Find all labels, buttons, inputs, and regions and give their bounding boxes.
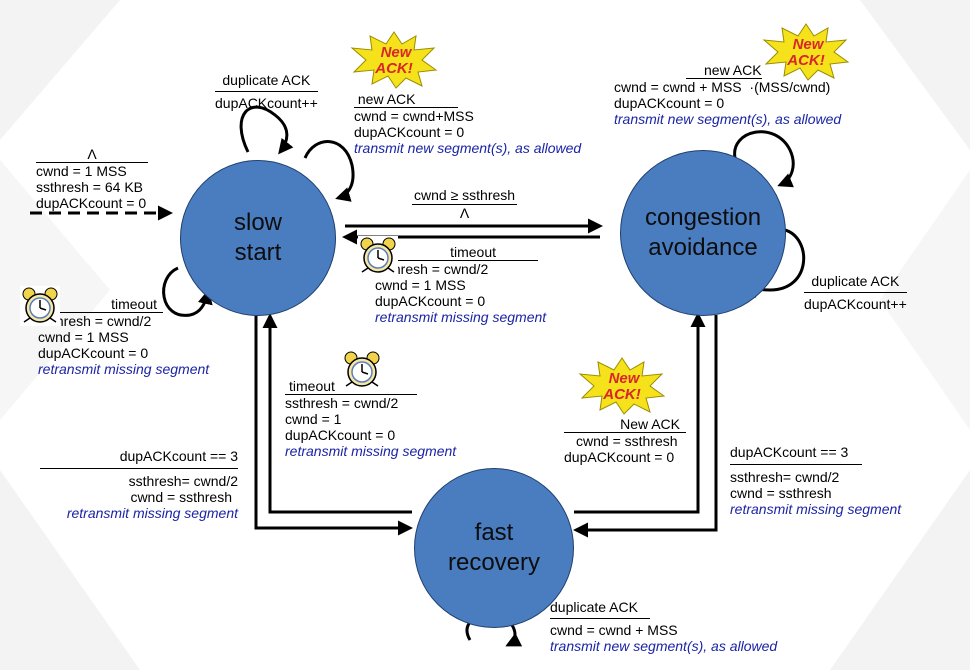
action-text: ssthresh = 64 KB xyxy=(36,179,144,195)
badge-text: New xyxy=(609,370,641,387)
action-text: dupACKcount = 0 xyxy=(564,449,675,465)
new-ack-burst-icon: New ACK! xyxy=(350,30,438,90)
label-ss-to-ca: cwnd ≥ ssthresh Λ xyxy=(412,187,518,221)
action-text: ssthresh = cwnd/2 xyxy=(38,313,152,329)
action-text: transmit new segment(s), as allowed xyxy=(354,140,582,156)
new-ack-burst-icon: New ACK! xyxy=(762,22,850,82)
state-congestion-avoidance: congestion avoidance xyxy=(620,150,786,316)
action-text: ssthresh= cwnd/2 xyxy=(730,469,840,485)
action-text: retransmit missing segment xyxy=(730,501,902,517)
label-ca-new: new ACK cwnd = cwnd + MSS ·(MSS/cwnd) du… xyxy=(614,62,841,127)
action-text: transmit new segment(s), as allowed xyxy=(614,111,842,127)
fr-to-ss-arrow xyxy=(262,313,412,514)
badge-text: ACK! xyxy=(786,52,825,69)
action-text: cwnd = ssthresh xyxy=(130,489,232,505)
action-text: dupACKcount = 0 xyxy=(285,427,396,443)
action-text: dupACKcount = 0 xyxy=(614,95,725,111)
action-text: cwnd = cwnd + MSS ·(MSS/cwnd) xyxy=(614,79,831,95)
label-ss-timeout: timeout ssthresh = cwnd/2 cwnd = 1 MSS d… xyxy=(38,296,209,377)
action-text: ssthresh = cwnd/2 xyxy=(285,395,399,411)
action-text: dupACKcount = 0 xyxy=(354,124,465,140)
action-text: cwnd = ssthresh xyxy=(730,485,832,501)
action-text: cwnd = 1 MSS xyxy=(375,277,466,293)
action-text: retransmit missing segment xyxy=(285,443,457,459)
label-fr-timeout: timeout ssthresh = cwnd/2 cwnd = 1 dupAC… xyxy=(285,378,456,459)
state-label: recovery xyxy=(447,549,541,576)
label-ss-new: new ACK cwnd = cwnd+MSS dupACKcount = 0 … xyxy=(354,91,581,156)
badge-text: New xyxy=(793,36,825,53)
badge-text: New xyxy=(381,44,413,61)
ss-dup-loop xyxy=(239,105,294,155)
action-text: cwnd = cwnd+MSS xyxy=(354,108,474,124)
event-text: timeout xyxy=(38,296,163,313)
action-text: cwnd = 1 MSS xyxy=(36,163,127,179)
state-fast-recovery: fast recovery xyxy=(414,468,574,628)
action-text: dupACKcount = 0 xyxy=(36,195,147,211)
label-fr-new: New ACK cwnd = ssthresh dupACKcount = 0 xyxy=(564,416,686,465)
action-text: cwnd = cwnd + MSS xyxy=(550,622,678,638)
event-text: timeout xyxy=(285,378,417,395)
state-slow-start: slow start xyxy=(180,160,336,316)
event-text: cwnd ≥ ssthresh xyxy=(412,187,518,205)
action-text: cwnd = ssthresh xyxy=(576,433,678,449)
state-label: slow xyxy=(233,209,282,236)
event-text: duplicate ACK xyxy=(804,273,907,293)
action-text: Λ xyxy=(459,205,470,221)
fr-to-ca-arrow xyxy=(574,312,706,514)
event-text: new ACK xyxy=(686,62,784,79)
action-text: dupACKcount = 0 xyxy=(38,345,149,361)
action-text: cwnd = 1 MSS xyxy=(38,329,129,345)
action-text: retransmit missing segment xyxy=(66,505,238,521)
event-text: new ACK xyxy=(354,91,458,108)
event-text: Λ xyxy=(36,146,148,163)
action-text: cwnd = 1 xyxy=(285,411,342,427)
badge-text: ACK! xyxy=(602,386,641,403)
ss-to-fr-arrow xyxy=(254,316,413,536)
ca-to-fr-arrow xyxy=(573,315,718,538)
event-text: dupACKcount == 3 xyxy=(730,444,862,465)
new-ack-burst-icon: New ACK! xyxy=(578,356,666,416)
event-text: dupACKcount == 3 xyxy=(40,448,238,469)
state-label: start xyxy=(234,239,282,266)
action-text: dupACKcount = 0 xyxy=(375,293,486,309)
badge-text: ACK! xyxy=(374,60,413,77)
label-init: Λ cwnd = 1 MSS ssthresh = 64 KB dupACKco… xyxy=(36,146,148,211)
action-text: retransmit missing segment xyxy=(375,309,547,325)
action-text: retransmit missing segment xyxy=(38,361,210,377)
ss-timeout-loop xyxy=(162,266,213,317)
event-text: duplicate ACK xyxy=(215,72,318,92)
state-label: fast xyxy=(474,519,514,546)
action-text: ssthresh = cwnd/2 xyxy=(375,261,489,277)
action-text: ssthresh= cwnd/2 xyxy=(128,473,238,489)
label-ss-dup: duplicate ACK dupACKcount++ xyxy=(215,72,318,111)
label-ca-timeout: timeout ssthresh = cwnd/2 cwnd = 1 MSS d… xyxy=(375,244,546,325)
label-fr-dup: duplicate ACK cwnd = cwnd + MSS transmit… xyxy=(550,599,777,654)
event-text: timeout xyxy=(375,244,538,261)
event-text: duplicate ACK xyxy=(550,599,650,619)
action-text: transmit new segment(s), as allowed xyxy=(550,638,778,654)
label-ca-dup: duplicate ACK dupACKcount++ xyxy=(804,273,907,312)
alarm-clock-icon xyxy=(342,350,382,390)
alarm-clock-icon xyxy=(20,286,60,326)
action-text: dupACKcount++ xyxy=(804,296,907,312)
ca-new-loop xyxy=(733,130,795,188)
event-text: New ACK xyxy=(564,416,686,433)
label-ss-to-fr: dupACKcount == 3 ssthresh= cwnd/2 cwnd =… xyxy=(40,448,238,521)
state-label: avoidance xyxy=(648,234,758,261)
action-text: dupACKcount++ xyxy=(215,95,318,111)
ss-new-loop xyxy=(303,140,355,202)
label-ca-to-fr: dupACKcount == 3 ssthresh= cwnd/2 cwnd =… xyxy=(730,444,901,517)
state-label: congestion xyxy=(644,204,762,231)
alarm-clock-icon xyxy=(358,236,398,276)
